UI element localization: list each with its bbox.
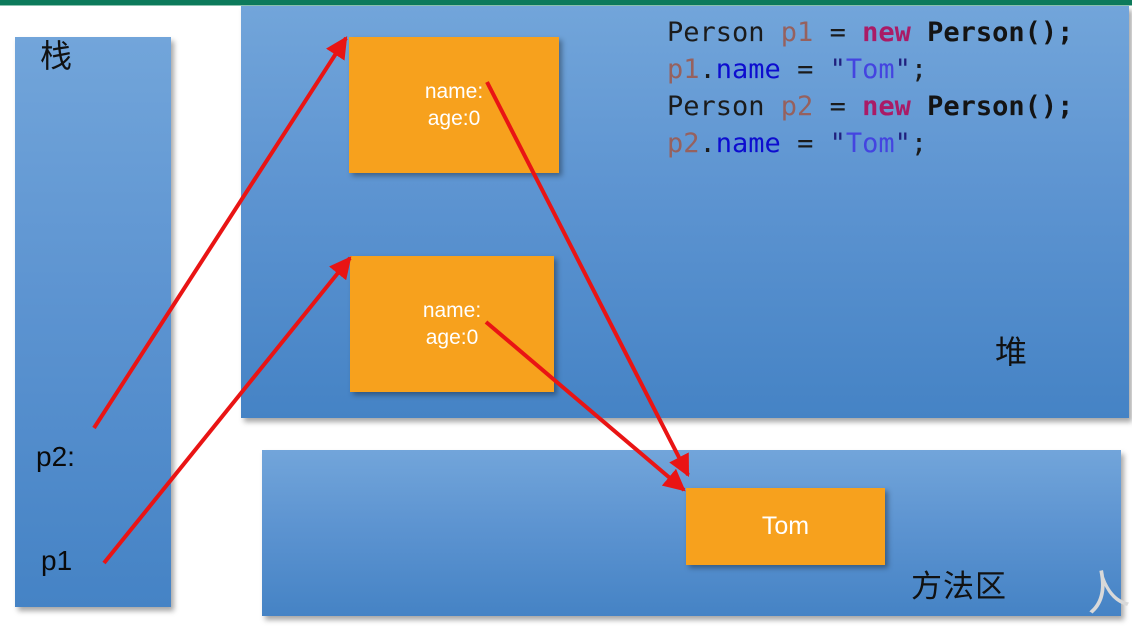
watermark-glyph: 人	[1079, 563, 1132, 621]
method-area-region: Tom 方法区 人	[262, 450, 1132, 621]
code-token: Person();	[927, 91, 1074, 122]
code-snippet: Person p1 = new Person();p1.name = "Tom"…	[667, 14, 1073, 162]
code-token: =	[780, 54, 830, 85]
code-token	[911, 17, 927, 48]
code-token: .	[699, 128, 716, 159]
code-token: ;	[910, 54, 928, 85]
code-token: name	[715, 54, 781, 85]
heap-object-1: name: age:0	[349, 37, 559, 173]
code-token: Person	[667, 17, 781, 48]
code-token: =	[813, 91, 863, 122]
heap-label: 堆	[995, 334, 1029, 370]
code-token	[911, 91, 927, 122]
code-token: p2	[667, 128, 700, 159]
code-line: p2.name = "Tom";	[667, 125, 1073, 162]
heap-object-1-field-name: name:	[424, 80, 484, 103]
code-token: "	[829, 54, 846, 85]
code-token: .	[699, 54, 716, 85]
code-token: Person();	[927, 17, 1074, 48]
code-token: p1	[780, 17, 814, 48]
code-token: p2	[780, 91, 814, 122]
method-area-label: 方法区	[911, 569, 1007, 604]
stack-variable-p1: p1	[41, 545, 73, 576]
stack-region: 栈 p2: p1	[15, 37, 171, 607]
heap-region: 堆 name: age:0 name: age:0 Person p1 = ne…	[241, 6, 1129, 418]
code-line: p1.name = "Tom";	[667, 51, 1073, 88]
slide-top-accent-bar	[0, 0, 1132, 6]
code-token: "	[894, 128, 911, 159]
code-token: ;	[910, 128, 928, 159]
heap-object-2-field-age: age:0	[425, 326, 479, 349]
stack-label: 栈	[40, 38, 74, 74]
code-token: "	[829, 128, 846, 159]
heap-object-1-field-age: age:0	[427, 107, 481, 130]
code-token: p1	[667, 54, 700, 85]
code-token: Tom	[845, 128, 895, 159]
string-constant-box: Tom	[686, 488, 885, 565]
code-token: Tom	[845, 54, 895, 85]
code-token: =	[813, 17, 863, 48]
string-constant-value: Tom	[761, 512, 810, 540]
code-token: new	[862, 91, 911, 122]
code-token: name	[715, 128, 781, 159]
stack-variable-p2: p2:	[36, 441, 75, 472]
heap-object-2-field-name: name:	[422, 299, 482, 322]
heap-object-2: name: age:0	[350, 256, 554, 392]
code-token: "	[894, 54, 911, 85]
code-token: new	[862, 17, 911, 48]
code-line: Person p2 = new Person();	[667, 88, 1073, 125]
code-line: Person p1 = new Person();	[667, 14, 1073, 51]
code-token: =	[780, 128, 830, 159]
code-token: Person	[667, 91, 781, 122]
